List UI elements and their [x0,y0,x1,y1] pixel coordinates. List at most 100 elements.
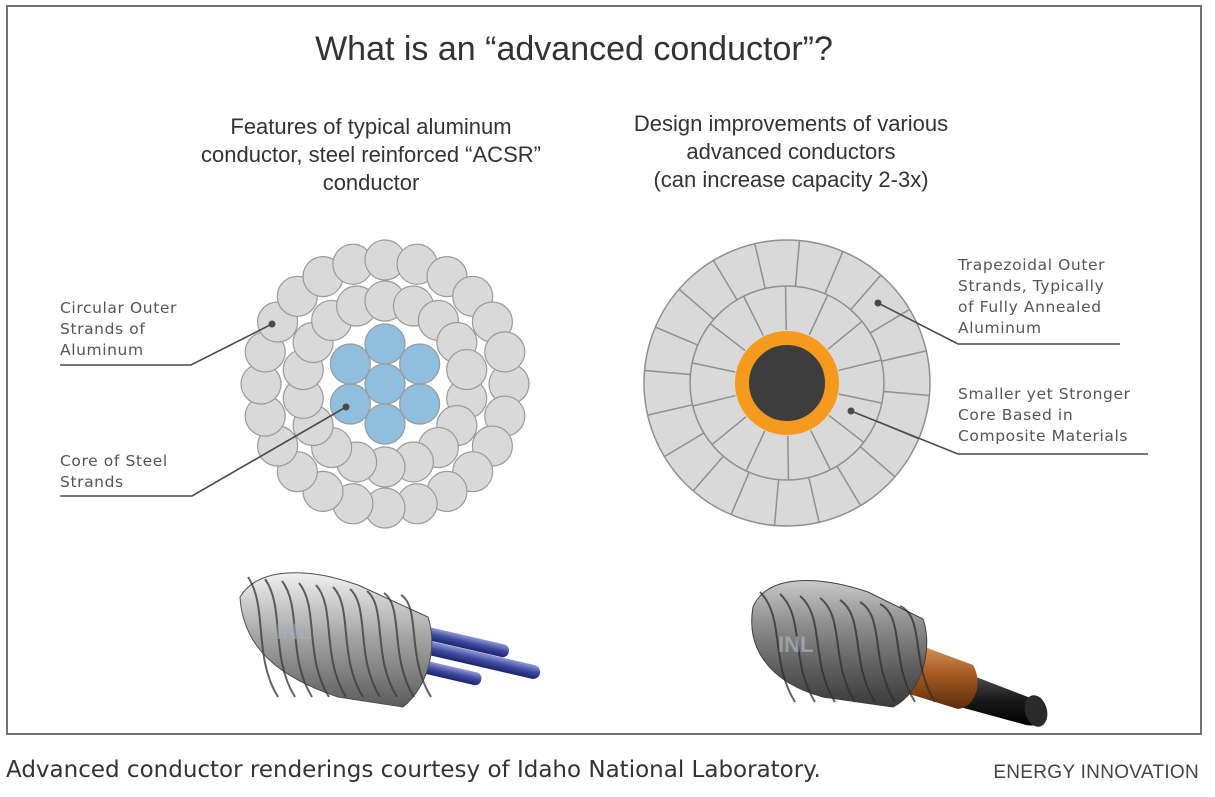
strand-helix [281,580,313,698]
trapezoidal-strand-edge [828,414,865,443]
strand-helix [332,586,364,698]
steel-strand [329,383,371,425]
callout-aluminum-strands-text: Aluminum [60,341,144,359]
inl-watermark-left: INL [276,619,311,644]
strand-helix [400,594,432,698]
trapezoidal-strand-edge [850,274,882,311]
advanced-conductor-cross-section [643,239,931,527]
trapezoidal-strand-edge [836,465,862,506]
trapezoidal-strand-edge [883,390,930,397]
trapezoidal-strand-edge [691,362,736,373]
trapezoidal-strand-edge [859,446,896,478]
strand-helix [247,576,279,698]
callout-steel-core-text: Core of Steel [60,452,168,470]
aluminum-strand [446,348,488,391]
strand-helix [383,592,415,698]
callout-trapezoidal-strands-text: Aluminum [958,319,1042,337]
trapezoidal-strand-edge [838,393,883,404]
callout-aluminum-strands-leader [60,323,273,366]
trapezoidal-strand-edge [838,359,882,372]
callout-steel-core-text: Strands [60,473,124,491]
trapezoidal-strand-edge [827,320,863,350]
trapezoidal-strand-edge [794,240,801,287]
callout-composite-core-text: Smaller yet Stronger [958,385,1131,403]
inl-watermark-right: INL [778,632,813,657]
trapezoidal-strand-edge [644,369,691,376]
steel-strand [399,343,441,385]
right-heading-line: Design improvements of various [634,111,948,136]
figure-frame: What is an “advanced conductor”? Feature… [6,5,1202,735]
steel-strand [364,363,406,405]
acsr-cross-section [240,239,530,529]
strand-helix [315,584,347,698]
trapezoidal-strand-edge [742,295,764,336]
strand-helix [819,597,856,703]
trapezoidal-strand-edge [787,435,790,481]
aluminum-strand [484,331,526,373]
callout-composite-core-leader [850,410,1148,455]
trapezoidal-strand-drum [751,580,936,708]
right-heading-line: advanced conductors [686,139,895,164]
trapezoidal-strand-edge [678,288,715,320]
right-panel-heading: Design improvements of various advanced c… [634,111,948,192]
aluminum-strand-bundle [239,572,433,708]
strand-helix [366,590,398,698]
trapezoidal-strand-edge [754,243,766,289]
callout-trapezoidal-strands-text: Strands, Typically [958,277,1104,295]
left-heading-line: Features of typical aluminum [230,114,511,139]
strand-helix [879,603,916,703]
left-heading-line: conductor, steel reinforced “ACSR” [201,142,541,167]
trapezoidal-strand-edge [647,404,693,416]
trapezoidal-strand-edge [808,294,829,336]
callout-trapezoidal-strands-text: Trapezoidal Outer [957,256,1105,274]
callout-aluminum-strands-text: Circular Outer [60,299,177,317]
composite-core-rod [960,672,1048,727]
left-heading-line: conductor [323,170,420,195]
strand-helix [839,599,876,703]
callout-trapezoidal-strands-text: of Fully Annealed [958,298,1102,316]
callout-trapezoidal-strands-leader [877,302,1120,345]
composite-core [735,331,839,435]
trapezoidal-strand-edge [692,394,736,407]
acsr-conductor-rendering: INL [239,572,541,708]
trapezoidal-strand-edge [709,323,746,352]
trapezoidal-strand-edge [692,455,724,492]
strand-helix [759,591,796,703]
steel-strand [329,343,371,385]
steel-strand [364,323,406,365]
trapezoidal-strand-edge [745,430,766,472]
image-credit: ENERGY INNOVATION [993,762,1199,783]
left-panel-heading: Features of typical aluminum conductor, s… [201,114,541,195]
trapezoidal-strand-edge [784,285,787,331]
strand-helix [899,605,936,703]
strand-helix [349,588,381,698]
trapezoidal-strand-edge [824,251,844,295]
callout-composite-core-text: Composite Materials [958,427,1128,445]
trapezoidal-strand-edge [881,350,927,362]
trapezoidal-strand-edge [773,479,780,526]
strand-helix [264,578,296,698]
trapezoidal-strand-edge [730,471,750,515]
strand-helix [779,593,816,703]
callout-composite-core-text: Core Based in [958,406,1073,424]
strand-helix [298,582,330,698]
page-title: What is an “advanced conductor”? [315,30,833,68]
right-heading-line: (can increase capacity 2-3x) [653,167,928,192]
steel-strand [399,383,441,425]
trapezoidal-strand-edge [664,432,705,458]
steel-strand [364,403,406,445]
strand-helix [799,595,836,703]
image-caption: Advanced conductor renderings courtesy o… [6,757,821,783]
conductor-diagram: What is an “advanced conductor”? Feature… [60,30,1148,727]
trapezoidal-strand-edge [869,308,910,334]
callout-aluminum-strands-text: Strands of [60,320,145,338]
advanced-conductor-rendering: INL [751,580,1048,727]
strand-helix [859,601,896,703]
trapezoidal-strand-edge [711,416,747,446]
callout-steel-core-leader [60,406,347,497]
trapezoidal-strand-edge [810,430,832,471]
trapezoidal-strand-edge [808,477,820,523]
trapezoidal-strand-edge [655,326,699,346]
